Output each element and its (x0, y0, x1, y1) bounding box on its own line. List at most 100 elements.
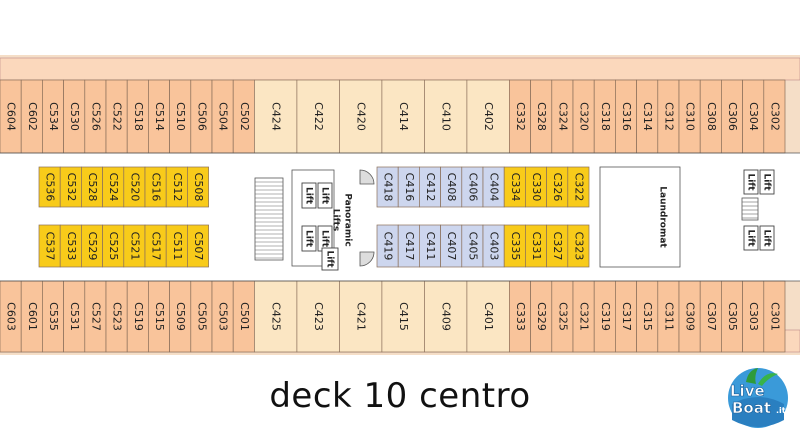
lift-box-2 (317, 182, 333, 209)
cabin-label-C532: C532 (65, 173, 78, 202)
logo-text-boat: Boat (732, 399, 771, 417)
cabin-label-C328: C328 (535, 102, 548, 131)
cabin-label-C406: C406 (466, 173, 479, 202)
cabin-label-C331: C331 (530, 232, 543, 261)
cabin-label-C424: C424 (270, 102, 283, 131)
cabin-label-C314: C314 (641, 102, 654, 131)
laundromat-room (599, 166, 681, 268)
lift-box-8-label: Lift (746, 229, 756, 247)
cabin-label-C307: C307 (705, 302, 718, 331)
cabin-label-C422: C422 (312, 102, 325, 131)
laundromat-label: Laundromat (658, 186, 668, 248)
cabin-label-C302: C302 (768, 102, 781, 131)
cabin-label-C425: C425 (270, 302, 283, 331)
cabin-label-C522: C522 (111, 102, 124, 131)
cabin-label-C402: C402 (482, 102, 495, 131)
cabin-label-C529: C529 (86, 232, 99, 261)
cabin-C414 (381, 79, 425, 154)
cabin-label-C537: C537 (44, 232, 57, 261)
cabin-label-C319: C319 (599, 302, 612, 331)
lift-box-6-label: Lift (746, 173, 756, 191)
cabin-label-C332: C332 (514, 102, 527, 131)
lift-box-4-label: Lift (320, 230, 330, 248)
cabin-C409 (424, 280, 468, 353)
cabin-label-C504: C504 (217, 102, 230, 131)
cabin-label-C326: C326 (551, 173, 564, 202)
cabin-label-C401: C401 (482, 302, 495, 331)
cabin-label-C521: C521 (128, 232, 141, 261)
cabin-label-C335: C335 (509, 232, 522, 261)
cabin-label-C507: C507 (192, 232, 205, 261)
cabin-label-C323: C323 (572, 232, 585, 261)
cabin-C507 (187, 224, 209, 268)
cabin-label-C506: C506 (195, 102, 208, 131)
cabin-label-C404: C404 (488, 173, 501, 202)
cabin-label-C516: C516 (150, 173, 163, 202)
cabin-label-C414: C414 (397, 102, 410, 131)
cabin-label-C312: C312 (662, 102, 675, 131)
cabin-label-C520: C520 (128, 173, 141, 202)
cabin-label-C416: C416 (403, 173, 416, 202)
cabin-label-C505: C505 (195, 302, 208, 331)
logo-text-suffix: .it (776, 406, 786, 415)
cabin-label-C304: C304 (747, 102, 760, 131)
cabin-label-C604: C604 (5, 102, 18, 131)
cabin-C422 (296, 79, 340, 154)
cabin-label-C325: C325 (556, 302, 569, 331)
cabin-label-C315: C315 (641, 302, 654, 331)
cabin-label-C509: C509 (174, 302, 187, 331)
cabin-label-C411: C411 (424, 232, 437, 261)
cabin-label-C419: C419 (382, 232, 395, 261)
cabin-label-C511: C511 (171, 232, 184, 261)
logo-text-live: Live (730, 382, 765, 400)
cabin-label-C536: C536 (44, 173, 57, 202)
cabin-C402 (466, 79, 510, 154)
cabin-label-C311: C311 (662, 302, 675, 331)
cabin-label-C408: C408 (445, 173, 458, 202)
panoramic-lift-bottom (359, 251, 375, 267)
cabin-label-C318: C318 (599, 102, 612, 131)
lift-box-3-label: Lift (304, 230, 314, 248)
cabin-label-C403: C403 (488, 232, 501, 261)
panoramic-label-1: Panoramic (343, 193, 353, 246)
cabin-label-C420: C420 (355, 102, 368, 131)
cabin-label-C421: C421 (355, 302, 368, 331)
lift-box-8 (743, 225, 759, 251)
cabin-label-C305: C305 (726, 302, 739, 331)
cabin-label-C518: C518 (132, 102, 145, 131)
cabin-label-C330: C330 (530, 173, 543, 202)
lift-box-2-label: Lift (320, 187, 330, 205)
cabin-label-C515: C515 (153, 302, 166, 331)
cabin-label-C514: C514 (153, 102, 166, 131)
cabin-label-C526: C526 (89, 102, 102, 131)
cabin-label-C423: C423 (312, 302, 325, 331)
lift-box-9 (759, 225, 775, 251)
cabin-C421 (339, 280, 383, 353)
hull-top-band (0, 57, 800, 81)
cabin-label-C531: C531 (68, 302, 81, 331)
cabin-label-C508: C508 (192, 173, 205, 202)
cabin-label-C324: C324 (556, 102, 569, 131)
cabin-label-C303: C303 (747, 302, 760, 331)
lift-box-9-label: Lift (762, 229, 772, 247)
cabin-label-C310: C310 (684, 102, 697, 131)
cabin-label-C524: C524 (107, 173, 120, 202)
liveboat-logo: Live Boat .it (728, 368, 788, 428)
cabin-C508 (187, 166, 209, 208)
stairs-left (254, 177, 284, 261)
cabin-label-C410: C410 (440, 102, 453, 131)
cabin-label-C418: C418 (382, 173, 395, 202)
cabin-label-C322: C322 (572, 173, 585, 202)
cabin-label-C407: C407 (445, 232, 458, 261)
deck-title: deck 10 centro (269, 376, 531, 416)
lift-box-1 (301, 182, 317, 209)
cabin-label-C417: C417 (403, 232, 416, 261)
cabin-label-C602: C602 (26, 102, 39, 131)
cabin-label-C603: C603 (5, 302, 18, 331)
cabin-label-C533: C533 (65, 232, 78, 261)
lift-box-7-label: Lift (762, 173, 772, 191)
cabin-label-C334: C334 (509, 173, 522, 202)
cabin-label-C301: C301 (768, 302, 781, 331)
